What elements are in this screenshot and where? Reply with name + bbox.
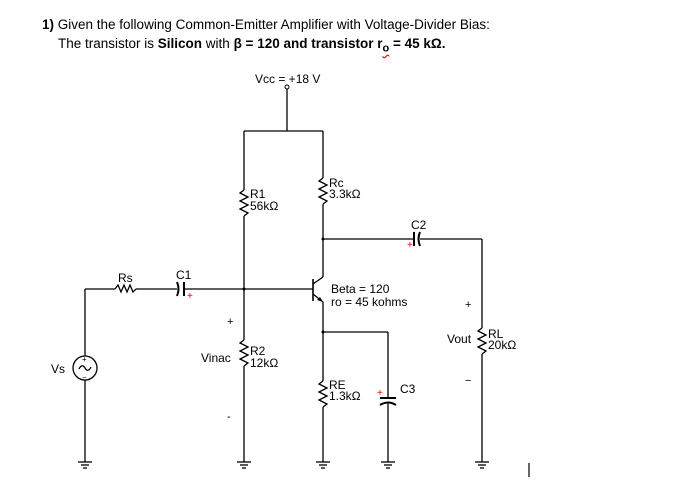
transistor-beta-label: Beta = 120	[331, 282, 390, 296]
ground-icon	[78, 461, 92, 469]
r2-resistor	[238, 339, 250, 367]
problem-intro: Given the following Common-Emitter Ampli…	[54, 17, 490, 32]
ground-icon	[316, 461, 330, 469]
c1-plate-curved	[176, 281, 180, 297]
c1-plus: +	[187, 291, 193, 302]
vinac-minus: -	[227, 411, 231, 423]
ground-icon	[381, 461, 395, 469]
c1-name: C1	[176, 268, 192, 282]
re-value: 1.3kΩ	[329, 389, 361, 403]
c2-plus: +	[407, 240, 413, 251]
problem-line-2: The transistor is Silicon with β = 120 a…	[58, 36, 445, 55]
problem-line-1: 1) Given the following Common-Emitter Am…	[42, 17, 490, 32]
collector-node	[321, 237, 325, 241]
material-text: Silicon	[157, 36, 203, 51]
r2-name: R2	[250, 344, 266, 358]
rs-name: Rs	[118, 271, 133, 285]
c3-plate-curved	[379, 401, 397, 406]
problem-number: 1)	[42, 17, 55, 32]
c2-plate-curved	[417, 231, 421, 247]
rc-value: 3.3kΩ	[329, 187, 361, 201]
ground-icon	[237, 461, 251, 469]
transistor-ro-label: ro = 45 kohms	[331, 295, 407, 309]
vs-plus: +	[82, 355, 87, 364]
ro-value: = 45 kΩ.	[389, 36, 446, 51]
line2-mid: with	[202, 36, 234, 51]
r2-value: 12kΩ	[250, 356, 278, 370]
re-resistor	[317, 380, 329, 408]
emitter-node	[321, 330, 325, 334]
re-name: RE	[329, 378, 346, 392]
ground-icon	[475, 461, 489, 469]
r1-name: R1	[250, 187, 266, 201]
transistor-collector-leg	[312, 276, 324, 285]
emitter-arrow-icon	[317, 297, 323, 302]
r1-resistor	[238, 189, 250, 217]
vcc-label: Vcc = +18 V	[255, 72, 320, 86]
vcc-terminal	[284, 84, 290, 90]
vinac-plus: +	[227, 316, 233, 328]
c2-name: C2	[411, 218, 427, 232]
rc-name: Rc	[329, 176, 344, 190]
vs-name: Vs	[51, 362, 65, 376]
vout-minus: −	[465, 375, 471, 387]
rl-resistor	[476, 327, 488, 355]
r1-value: 56kΩ	[250, 199, 278, 213]
vout-plus: +	[465, 299, 471, 311]
sine-wave-icon	[78, 365, 92, 371]
line2-prefix: The transistor is	[58, 36, 158, 51]
vinac-label: Vinac	[201, 351, 231, 365]
rs-resistor	[114, 283, 137, 294]
rc-resistor	[317, 177, 329, 205]
beta-text: β = 120 and transistor r	[233, 36, 383, 51]
c3-name: C3	[400, 382, 416, 396]
vs-minus: −	[82, 373, 87, 382]
rl-name: RL	[488, 327, 504, 341]
c3-plus: +	[377, 388, 383, 399]
rl-value: 20kΩ	[488, 338, 516, 352]
vout-label: Vout	[447, 332, 472, 346]
ro-subscript: o	[382, 42, 390, 55]
